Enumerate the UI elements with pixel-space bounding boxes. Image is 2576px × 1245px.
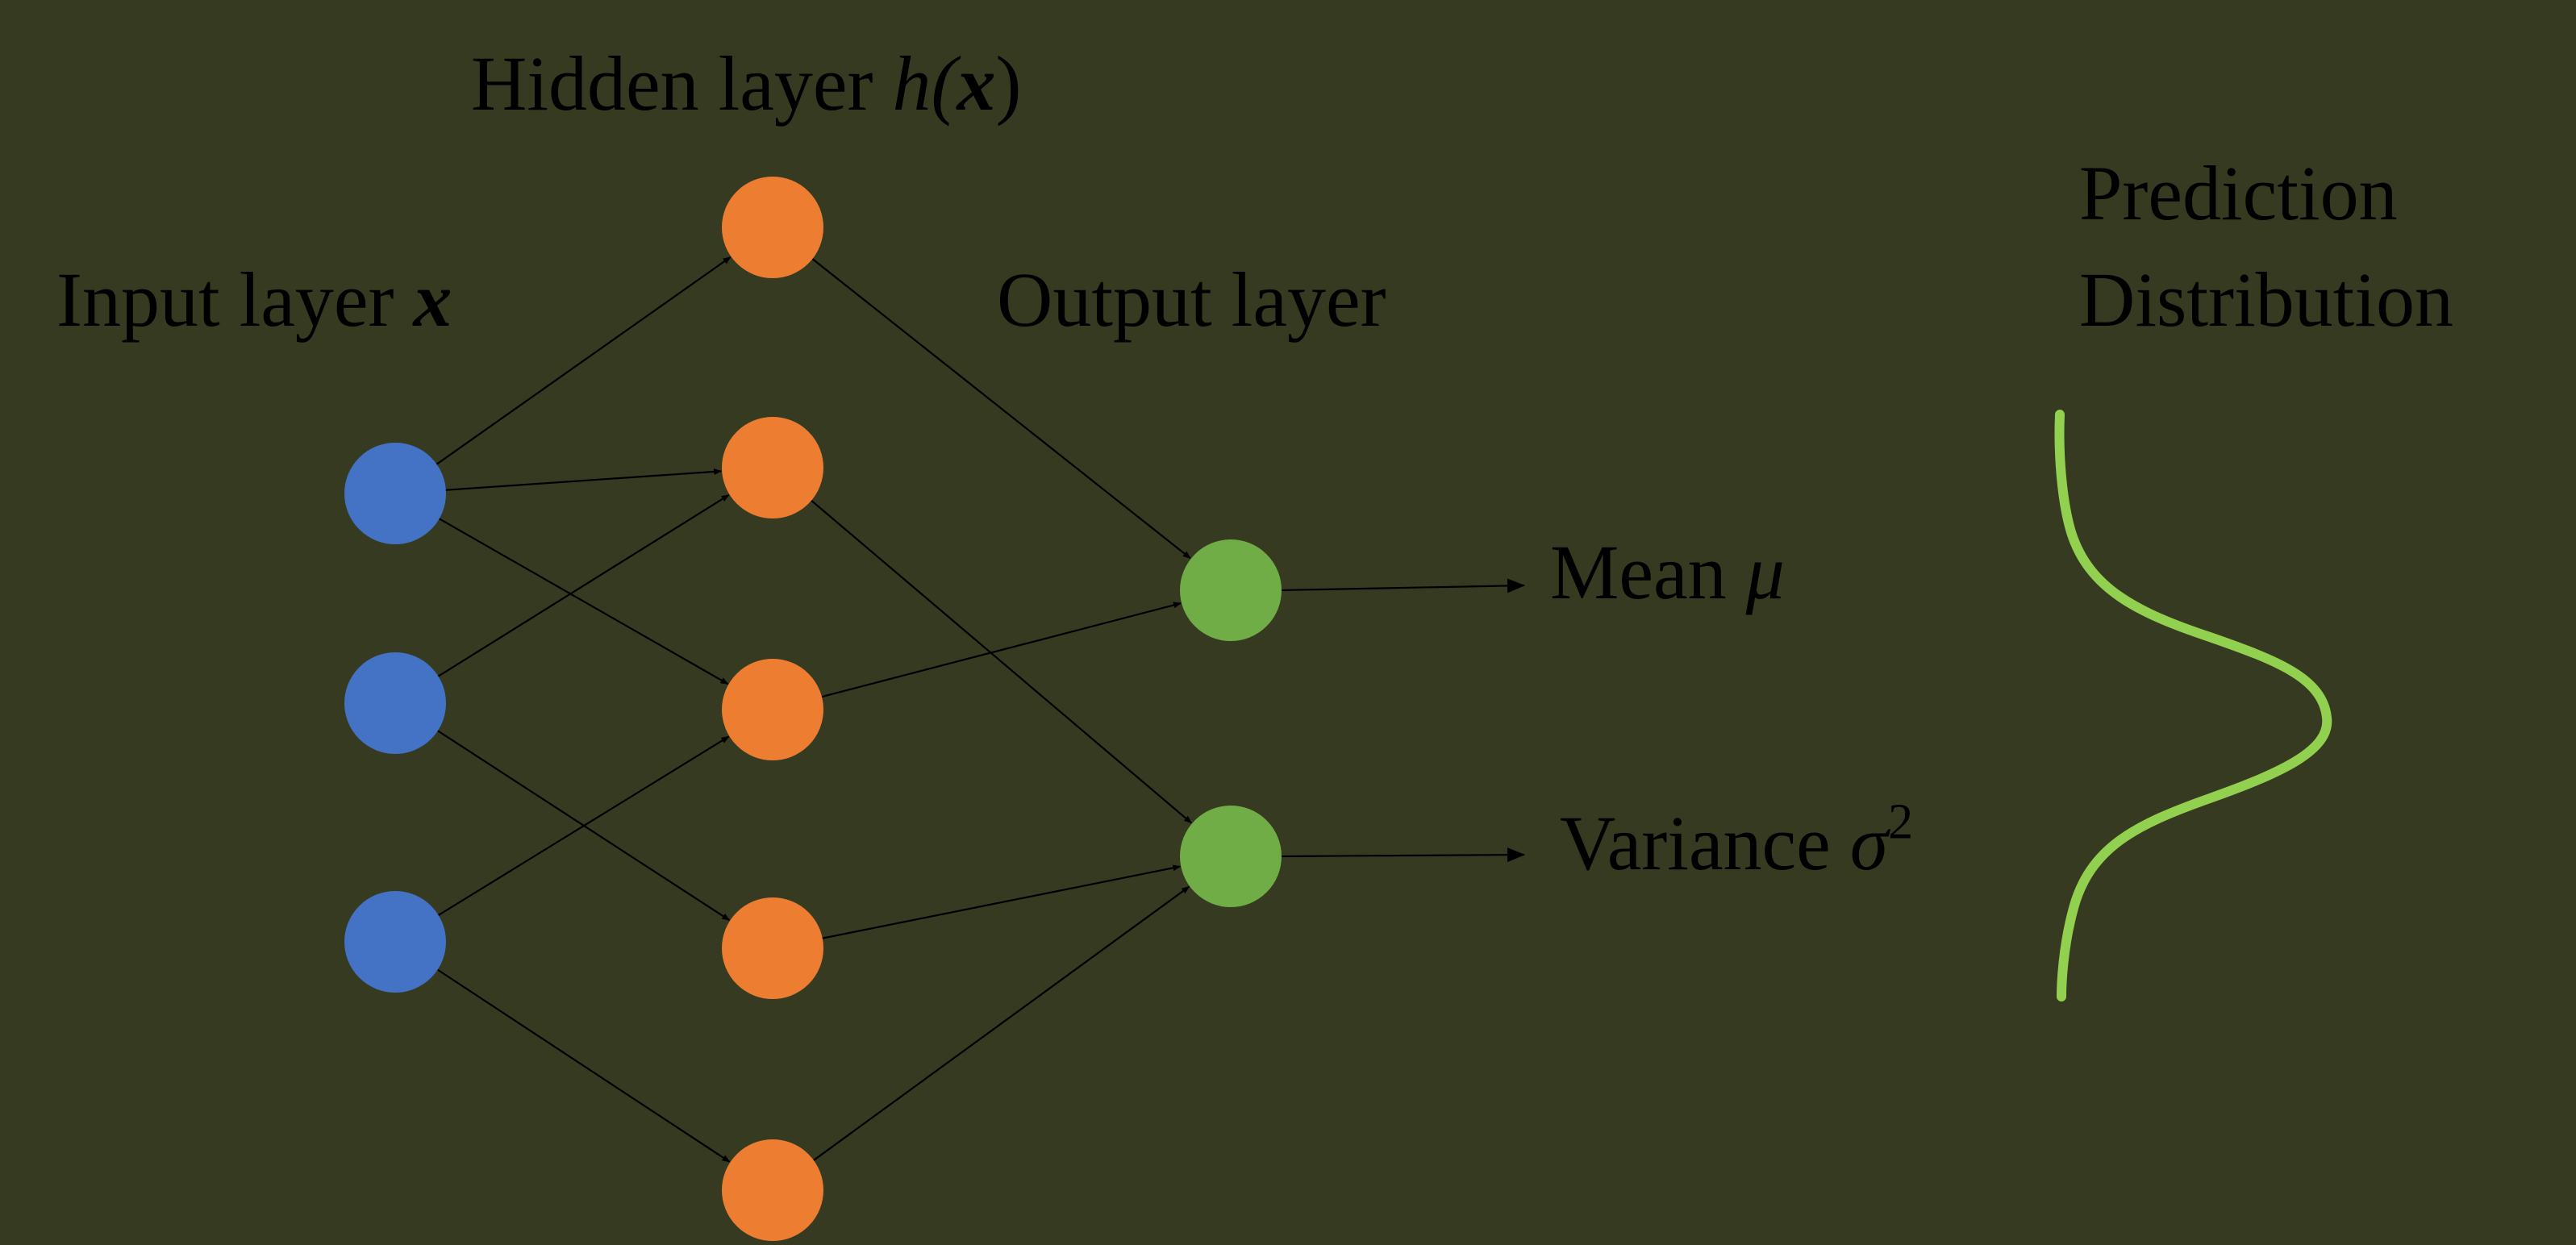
hidden-node-4 xyxy=(722,1139,823,1241)
edge-h0-o0 xyxy=(808,256,1191,560)
variance-symbol: σ xyxy=(1849,800,1889,886)
edge-i1-h3 xyxy=(434,727,731,922)
input-node-2 xyxy=(344,891,446,993)
variance-exponent: 2 xyxy=(1888,794,1914,850)
output-node-1 xyxy=(1180,806,1282,907)
edge-i2-h4 xyxy=(433,966,731,1163)
variance-text: Variance xyxy=(1560,800,1850,886)
edge-h3-o1 xyxy=(818,864,1182,940)
variance-label: Variance σ2 xyxy=(1560,797,1913,882)
hidden-node-3 xyxy=(722,897,823,999)
output-node-0 xyxy=(1180,539,1282,641)
prediction-label-line2: Distribution xyxy=(2079,256,2454,343)
hidden-layer-function: h( xyxy=(892,40,957,127)
input-node-1 xyxy=(344,652,446,754)
prediction-label-line1: Prediction xyxy=(2079,150,2398,236)
edge-h4-o1 xyxy=(810,885,1190,1164)
hidden-node-0 xyxy=(722,177,823,278)
edge-i0-h2 xyxy=(435,515,729,685)
input-node-0 xyxy=(344,443,446,544)
hidden-node-2 xyxy=(722,659,823,760)
nodes-layer xyxy=(344,177,1282,1241)
output-arrow-mean xyxy=(1280,578,1525,593)
edge-i2-h2 xyxy=(434,735,730,918)
output-arrow-variance xyxy=(1280,847,1525,863)
edges-layer xyxy=(432,256,1525,1164)
edge-h2-o0 xyxy=(817,602,1182,699)
mean-text: Mean xyxy=(1550,529,1746,615)
edge-i1-h1 xyxy=(434,493,730,680)
output-layer-label: Output layer xyxy=(997,256,1386,343)
input-layer-text: Input layer xyxy=(56,256,414,343)
edge-i0-h1 xyxy=(441,468,723,492)
edge-i0-h0 xyxy=(432,256,732,468)
distribution-curve xyxy=(2054,410,2332,1001)
hidden-layer-label: Hidden layer h(x) xyxy=(471,45,1021,123)
input-layer-variable: x xyxy=(413,256,452,343)
input-layer-label: Input layer x xyxy=(56,261,452,339)
edge-h1-o1 xyxy=(807,497,1192,824)
hidden-layer-close: ) xyxy=(995,40,1022,127)
mean-symbol: μ xyxy=(1745,529,1785,615)
hidden-node-1 xyxy=(722,417,823,518)
hidden-layer-variable: x xyxy=(957,40,996,127)
hidden-layer-text: Hidden layer xyxy=(471,40,893,127)
mean-label: Mean μ xyxy=(1550,534,1785,611)
